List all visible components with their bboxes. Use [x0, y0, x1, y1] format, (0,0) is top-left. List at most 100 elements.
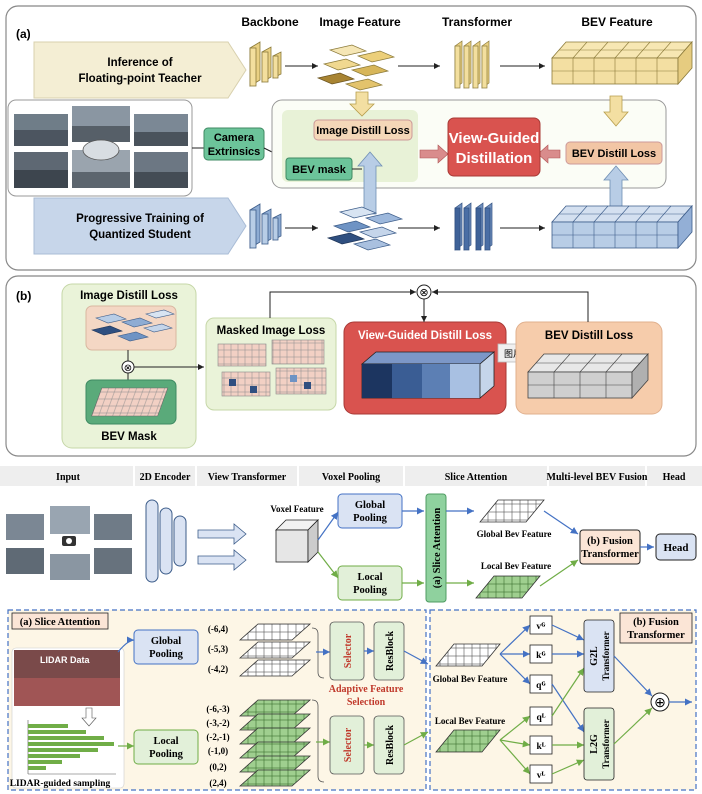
camera-extrinsics-box — [203, 127, 265, 161]
kG-label: kᴳ — [536, 651, 546, 661]
global-bev-grid — [479, 499, 545, 523]
local-slice-grids — [238, 699, 312, 787]
panel-a-label: (a) — [16, 27, 31, 41]
qL-label: qᴸ — [536, 713, 545, 723]
teacher-arrow — [33, 41, 247, 99]
fusion-transformer-1: (b) Fusion — [587, 536, 633, 547]
local-range-4: (0,2) — [209, 762, 226, 772]
header-transformer: Transformer — [442, 15, 512, 29]
slice-local-pooling-1: Local — [153, 736, 178, 747]
masked-image-loss-label: Masked Image Loss — [217, 325, 326, 337]
slice-global-pooling-2: Pooling — [149, 649, 184, 660]
teacher-label-2: Floating-point Teacher — [78, 73, 202, 85]
student-label-1: Progressive Training of — [76, 213, 204, 225]
bev-mask-b: BEV Mask — [101, 431, 157, 443]
student-transformer-icon — [454, 202, 493, 251]
student-bev-cube — [551, 204, 693, 250]
panel-b: (b) Image Distill Loss ⊗ BEV Mask Masked… — [5, 275, 697, 457]
add-symbol: ⊕ — [654, 694, 666, 710]
local-range-2: (-2,-1) — [206, 732, 229, 742]
camera-extrinsics-1: Camera — [214, 132, 255, 144]
vL-label: vᴸ — [537, 771, 546, 781]
fusion-panel-title-1: (b) Fusion — [633, 617, 679, 628]
image-loss-tiles — [91, 309, 176, 342]
input-camera-images — [6, 506, 132, 580]
head-label: Head — [663, 542, 688, 554]
global-pooling-2: Pooling — [353, 513, 388, 524]
student-image-up-arrow — [357, 151, 383, 215]
header-voxel-pooling: Voxel Pooling — [322, 472, 380, 483]
local-bev-grid — [475, 575, 541, 599]
header-2d-encoder: 2D Encoder — [140, 472, 191, 483]
teacher-image-down-arrow — [349, 91, 375, 117]
bev-mask-grid — [91, 387, 169, 417]
camera-images — [7, 99, 193, 197]
local-selector-label: Selector — [343, 727, 354, 762]
l2g-label-1: L2G — [589, 734, 600, 754]
multiply-symbol-left: ⊗ — [124, 363, 132, 374]
slice-global-pooling-box — [133, 629, 199, 665]
vG-label: vᴳ — [536, 622, 546, 632]
pipeline: Input 2D Encoder View Transformer Voxel … — [0, 466, 702, 603]
slice-attention-panel: (a) Slice Attention LIDAR Data LIDAR-gui… — [7, 609, 429, 791]
view-guided-distill-loss-label: View-Guided Distill Loss — [358, 330, 492, 342]
student-label-2: Quantized Student — [89, 229, 191, 241]
global-resblock-label: ResBlock — [385, 631, 396, 671]
bev-mask-label: BEV mask — [292, 164, 347, 176]
fusion-global-grid — [435, 643, 501, 667]
fusion-local-grid — [435, 729, 501, 753]
local-bev-feature-label: Local Bev Feature — [481, 561, 551, 571]
panel-b-label: (b) — [16, 289, 31, 303]
lidar-sampling-label: LIDAR-guided sampling — [10, 779, 111, 789]
header-backbone: Backbone — [241, 15, 299, 29]
camera-extrinsics-2: Extrinsics — [208, 146, 261, 158]
global-bev-feature-label: Global Bev Feature — [477, 529, 552, 539]
slice-attention-block — [425, 493, 447, 603]
header-input: Input — [56, 472, 81, 483]
header-multi-level: Multi-level BEV Fusion — [547, 472, 648, 483]
voxel-feature-cube — [275, 519, 319, 563]
fusion-panel: (b) Fusion Transformer Global Bev Featur… — [429, 609, 697, 791]
teacher-transformer-icon — [454, 40, 490, 89]
global-range-2: (-4,2) — [208, 664, 228, 674]
local-range-0: (-6,-3) — [206, 704, 229, 714]
bev-distill-loss-b: BEV Distill Loss — [545, 330, 633, 342]
adaptive-label-1: Adaptive Feature — [329, 684, 404, 695]
slice-attention-block-label: (a) Slice Attention — [432, 508, 443, 589]
2d-encoder-icon — [145, 499, 187, 583]
g2l-label-1: G2L — [589, 646, 600, 666]
bev-loss-cube — [527, 352, 649, 400]
local-range-5: (2,4) — [209, 778, 226, 788]
image-distill-loss-b: Image Distill Loss — [80, 290, 178, 302]
local-pooling-2: Pooling — [353, 585, 388, 596]
g2l-label-2: Transformer — [601, 631, 611, 680]
student-arrow — [33, 197, 247, 255]
global-range-0: (-6,4) — [208, 624, 228, 634]
vgd-label-1: View-Guided — [449, 130, 540, 147]
view-transformer-arrow-1 — [197, 523, 247, 545]
lidar-histogram — [27, 720, 116, 775]
global-pooling-1: Global — [355, 500, 385, 511]
teacher-bev-down-arrow — [603, 95, 629, 127]
header-image-feature: Image Feature — [319, 15, 401, 29]
panel-a: (a) Backbone Image Feature Transformer B… — [5, 5, 697, 271]
global-range-1: (-5,3) — [208, 644, 228, 654]
local-pooling-1: Local — [357, 572, 382, 583]
global-selector-label: Selector — [343, 633, 354, 668]
fusion-global-label: Global Bev Feature — [433, 674, 508, 684]
student-backbone-icon — [249, 203, 282, 249]
bev-distill-loss-a: BEV Distill Loss — [572, 148, 656, 160]
slice-local-pooling-box — [133, 729, 199, 765]
student-image-feature — [326, 206, 404, 251]
l2g-label-2: Transformer — [601, 719, 611, 768]
slice-global-pooling-1: Global — [151, 636, 181, 647]
multiply-symbol-top: ⊗ — [419, 287, 428, 299]
fusion-transformer-2: Transformer — [581, 549, 639, 560]
vgd-label-2: Distillation — [456, 150, 533, 167]
vgd-loss-cube — [360, 351, 496, 399]
lidar-data-label: LIDAR Data — [40, 655, 90, 665]
global-slice-grids — [238, 623, 312, 677]
header-view-transformer: View Transformer — [208, 472, 287, 483]
voxel-feature-label: Voxel Feature — [270, 504, 323, 514]
